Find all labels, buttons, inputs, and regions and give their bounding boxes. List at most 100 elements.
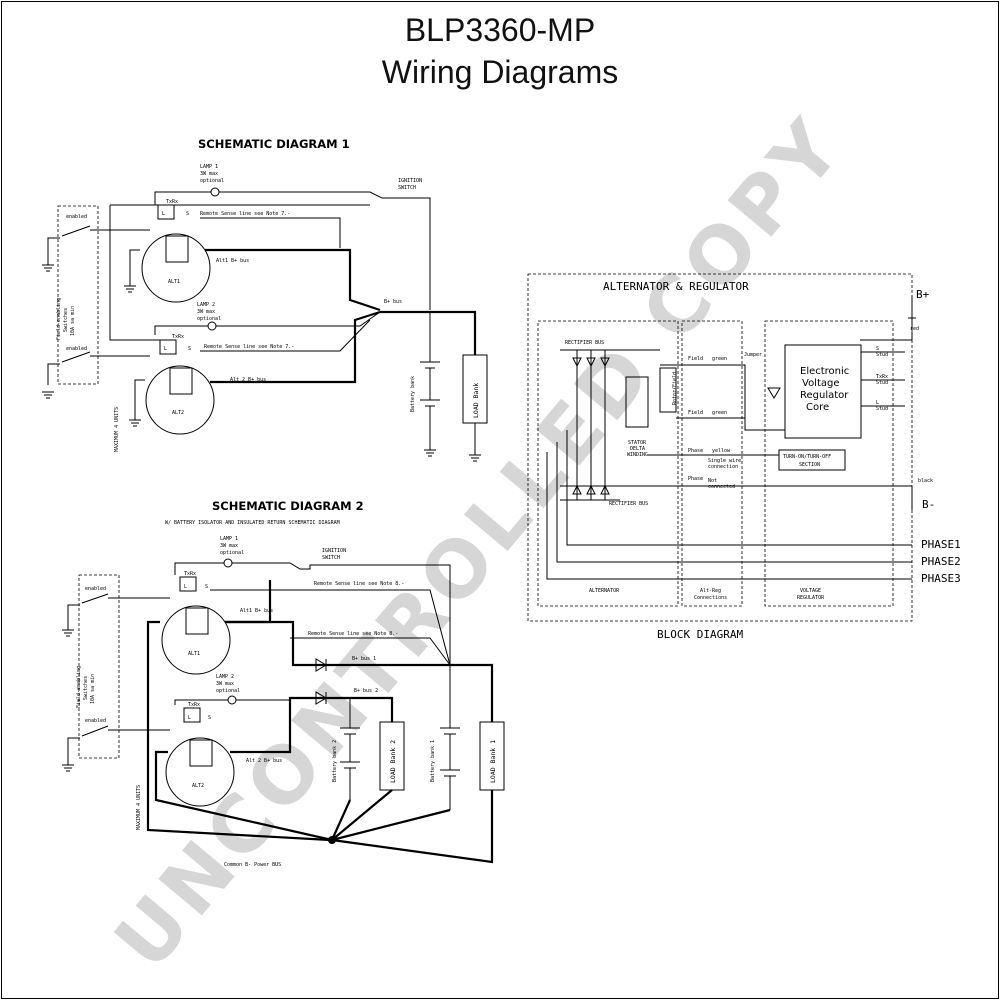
- green-label-2: green: [712, 410, 727, 416]
- alt1-b-wire: [205, 248, 381, 312]
- section-label: SECTION: [799, 462, 820, 468]
- s2-lamp1-icon: [223, 558, 233, 568]
- bus1-wire: [450, 663, 494, 722]
- vr-sublabel-1: VOLTAGE: [800, 588, 821, 594]
- s2-ignition-2: SWITCH: [322, 555, 340, 561]
- stud-s-2: Stud: [876, 352, 888, 358]
- sense-loop-1: [109, 205, 165, 341]
- vr-sublabel-2: REGULATOR: [797, 595, 825, 601]
- stator-winding: [625, 376, 649, 428]
- enabled-label-2a: enabled: [85, 586, 106, 592]
- s2-bus1: B+ bus 1: [352, 656, 376, 662]
- s1-lamp1-line1: LAMP 1: [200, 164, 218, 170]
- jumper-label: Jumper: [744, 352, 762, 358]
- schematic2-heading: SCHEMATIC DIAGRAM 2: [212, 499, 364, 513]
- s2-load-bank-2: LOAD Bank 2: [389, 740, 397, 783]
- enabled-label-1a: enabled: [66, 214, 87, 220]
- s2-l-1: L: [184, 584, 187, 590]
- ground-symbol: [42, 391, 54, 399]
- field-switch-label-1a: Field-enabling: [56, 298, 62, 340]
- s1-battery-bank: Battery bank: [410, 376, 416, 412]
- s1-remote-sense-2: Remote Sense line see Note 7.-: [204, 344, 294, 350]
- isolator-diode-icons: [315, 658, 327, 705]
- s2-common: Common B- Power BUS: [224, 862, 281, 868]
- s2-alt2-regulator: [189, 739, 213, 767]
- alt2-body: [145, 365, 215, 435]
- ground-symbol: [62, 764, 74, 772]
- battery-bank-2-icon: [340, 698, 360, 800]
- field-switch-label-1c: 10A sa min: [70, 306, 76, 336]
- s2-lamp2-line1: LAMP 2: [216, 674, 234, 680]
- alt1-body: [141, 233, 211, 303]
- stator-3: WINDING: [627, 452, 648, 458]
- phase-wires: [546, 430, 912, 580]
- field-label-1: Field: [688, 356, 703, 362]
- s2-lamp2-line3: optional: [216, 688, 240, 694]
- b-plus-label: B+: [916, 288, 930, 301]
- stud-l: L: [876, 400, 879, 406]
- field-label-2: Field: [688, 410, 703, 416]
- alt1-l-terminal: [157, 204, 175, 220]
- s2-txrx-2: TxRx: [188, 702, 200, 708]
- lamp2-wire: [154, 311, 381, 335]
- s2-alt2-b-wire: [230, 696, 320, 754]
- single-wire-2: connection: [708, 464, 738, 470]
- isolator-bus: [320, 663, 450, 700]
- turn-on-label: TURN-ON/TURN-OFF: [783, 454, 831, 460]
- s2-battery-bank-1: Battery bank 1: [430, 740, 436, 782]
- alt2-l-terminal: [159, 339, 177, 355]
- s1-ignition-1: IGNITION: [398, 178, 422, 184]
- field-wires: [660, 364, 785, 431]
- alt2-ground: [129, 379, 145, 427]
- block-caption: BLOCK DIAGRAM: [657, 628, 743, 641]
- regulator-subbox: [764, 320, 894, 607]
- stud-s: S: [876, 346, 879, 352]
- s2-alt2-l-terminal: [183, 707, 201, 723]
- alternator-regulator-box: [527, 273, 913, 622]
- rectifier-top: RECTIFIER BUS: [565, 340, 604, 346]
- bus2-wire: [350, 696, 394, 722]
- lamp2-icon: [207, 321, 217, 331]
- s2-lamp2-wire: [174, 699, 290, 705]
- s1-s-2: S: [188, 346, 191, 352]
- schematic1-heading: SCHEMATIC DIAGRAM 1: [198, 137, 350, 151]
- s2-lamp1-line3: optional: [220, 550, 244, 556]
- diode-icons: [572, 357, 610, 495]
- s2-alt2-neg-wire: [154, 750, 333, 842]
- s2-lamp1-line2: 3W max: [220, 543, 238, 549]
- alt1-regulator: [165, 235, 189, 263]
- rectifier-bottom: RECTIFIER BUS: [609, 501, 648, 507]
- s2-ignition-1: IGNITION: [322, 548, 346, 554]
- s2-alt1-regulator: [185, 607, 209, 635]
- phase-label: Phase: [688, 448, 703, 454]
- field-switch-label-1b: Switches: [63, 308, 69, 332]
- remote-sense-wire-1: [200, 217, 341, 248]
- s2-s-2: S: [208, 715, 211, 721]
- s2-lamp1-line1: LAMP 1: [220, 536, 238, 542]
- s2-maximum: MAXIMUM 4 UNITS: [136, 785, 142, 830]
- not-connected-2: connected: [708, 484, 735, 490]
- phase3-label: PHASE3: [921, 572, 961, 585]
- s2-alt2: ALT2: [192, 783, 204, 789]
- s2-battery-bank-2: Battery bank 2: [332, 740, 338, 782]
- b-plus-to-core: [860, 332, 913, 341]
- b-minus-wire: [560, 485, 913, 510]
- stud-l-2: Stud: [876, 406, 888, 412]
- s2-remote-sense-1: Remote Sense line see Note 8.-: [314, 581, 404, 587]
- s2-bus2: B+ bus 2: [354, 688, 378, 694]
- remote-sense-wire-2: [200, 319, 371, 352]
- s2-lamp2-line2: 3W max: [216, 681, 234, 687]
- schematic2-subheading: W/ BATTERY ISOLATOR AND INSULATED RETURN…: [165, 520, 340, 526]
- block-diagram: ALTERNATOR & REGULATOR BLOCK DIAGRAM ALT…: [527, 273, 961, 641]
- s2-lamp2-icon: [227, 695, 237, 705]
- s2-alt2-body: [165, 737, 235, 807]
- enabled-label-1b: enabled: [66, 346, 87, 352]
- green-label-1: green: [712, 356, 727, 362]
- yellow-label: yellow: [712, 448, 731, 454]
- schematic-diagram-2: SCHEMATIC DIAGRAM 2 W/ BATTERY ISOLATOR …: [62, 499, 505, 868]
- field-switch-box-1: [57, 205, 99, 385]
- s2-load-bank-1: LOAD Bank 1: [489, 740, 497, 783]
- ground-symbol: [42, 264, 54, 272]
